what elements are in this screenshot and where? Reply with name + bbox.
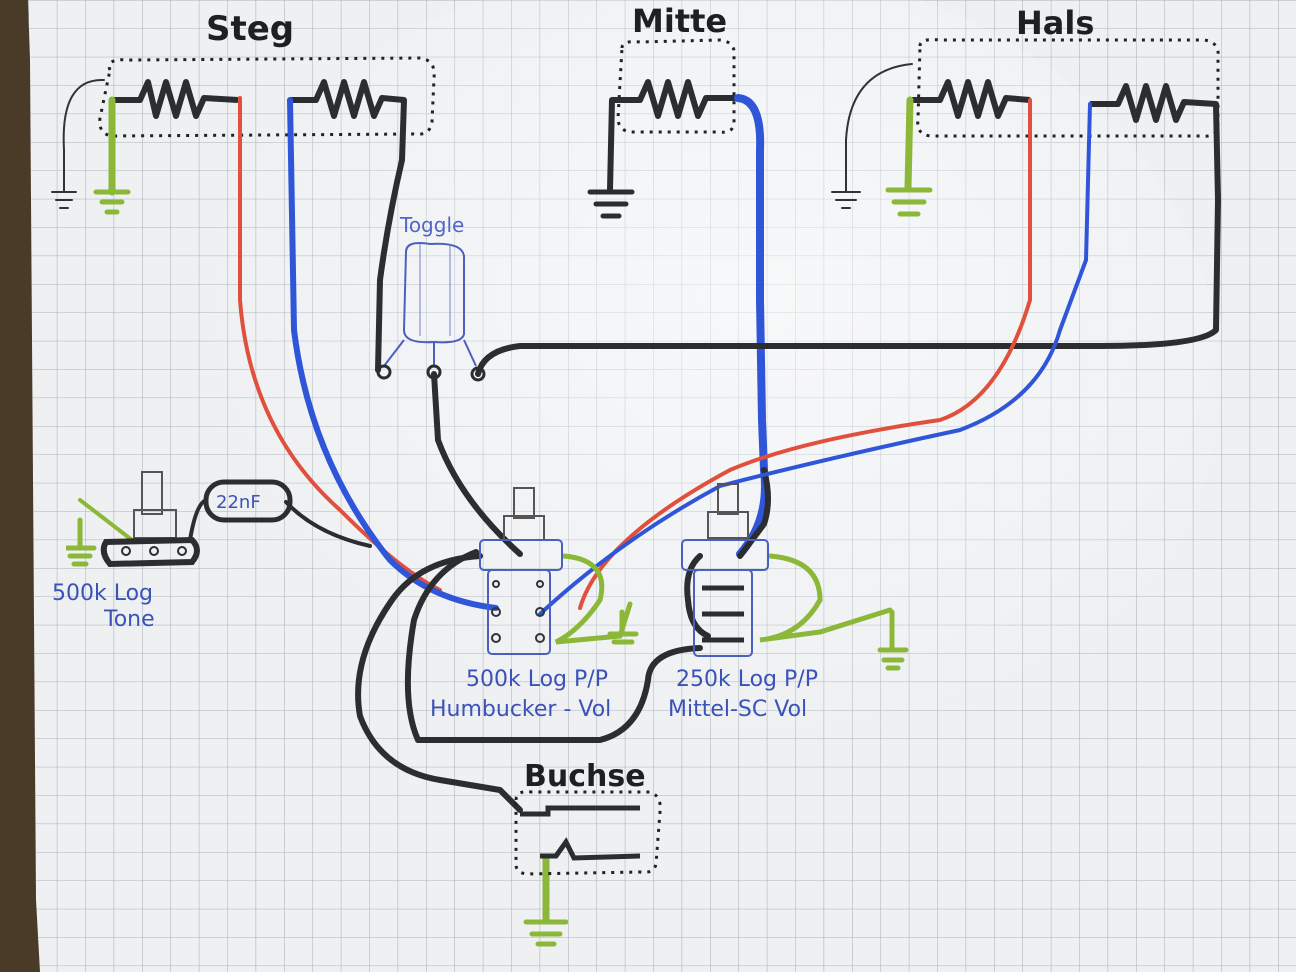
- neck-blue-wire: [538, 102, 1092, 616]
- bridge-coil-2: [290, 79, 405, 119]
- label-sc-pot-value: 250k Log P/P: [676, 667, 818, 692]
- label-bridge: Steg: [206, 9, 294, 49]
- middle-blue-wire: [734, 94, 769, 558]
- label-middle: Mitte: [632, 2, 727, 40]
- paper-sheet: [28, 0, 1296, 972]
- bridge-coil-1: [112, 79, 239, 119]
- cap-wire: [284, 500, 372, 548]
- humbucker-volume-pot: [479, 487, 563, 655]
- neck-coil-2: [1090, 83, 1217, 123]
- ground-symbols: [51, 63, 933, 947]
- label-hb-pot-name: Humbucker - Vol: [430, 697, 611, 722]
- pot-link-wire: [404, 549, 703, 743]
- neck-red-wire: [578, 98, 1032, 610]
- tone-pot: [100, 471, 200, 568]
- output-jack: [514, 790, 662, 876]
- pot-ground-links: [554, 553, 893, 645]
- neck-black-wire: [475, 101, 1221, 377]
- label-neck: Hals: [1016, 4, 1094, 42]
- label-tone-pot-name: Tone: [103, 607, 155, 632]
- labels: Steg Mitte Hals Buchse Toggle 22nF 500k …: [52, 2, 1094, 794]
- bridge-black-wire: [375, 97, 407, 373]
- label-capacitor: 22nF: [216, 492, 261, 513]
- sc-pot-wire: [684, 553, 711, 639]
- bridge-blue-wire: [287, 97, 499, 611]
- middle-pickup: [612, 38, 740, 134]
- bridge-red-wire: [238, 96, 442, 592]
- hot-to-jack-wire: [355, 553, 523, 813]
- label-toggle: Toggle: [399, 213, 464, 237]
- middle-coil: [612, 79, 740, 119]
- label-tone-pot-value: 500k Log: [52, 581, 153, 606]
- label-hb-pot-value: 500k Log P/P: [466, 667, 608, 692]
- label-sc-pot-name: Mittel-SC Vol: [668, 697, 807, 722]
- single-coil-volume-pot: [681, 483, 769, 657]
- neck-coil-1: [912, 79, 1031, 119]
- capacitor: [188, 479, 293, 541]
- bridge-pickup: [98, 56, 436, 138]
- label-jack: Buchse: [524, 759, 646, 794]
- wires: [238, 94, 1221, 813]
- toggle-switch: [376, 242, 486, 382]
